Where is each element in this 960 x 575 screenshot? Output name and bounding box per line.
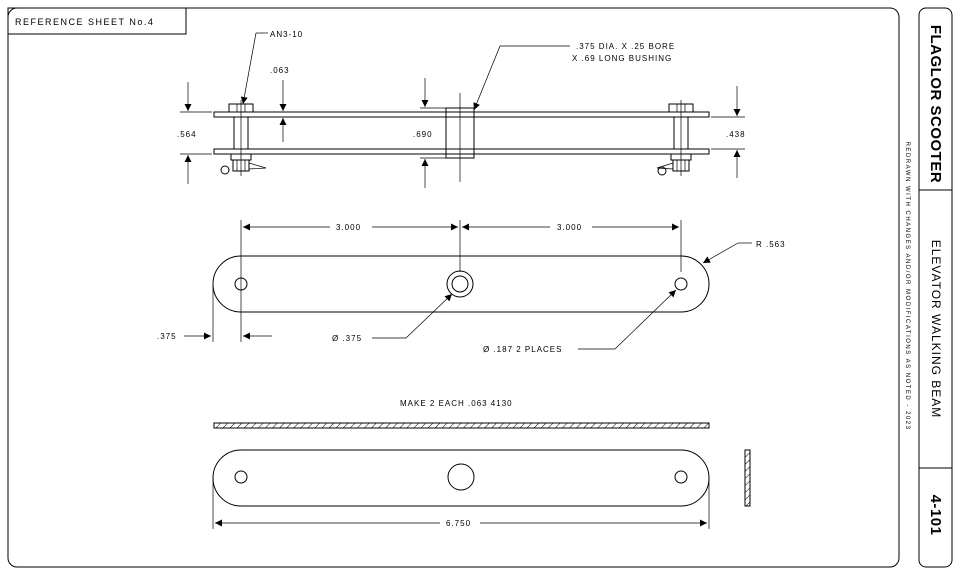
- reference-sheet-label: REFERENCE SHEET No.4: [15, 17, 154, 27]
- blank-left-hole: [234, 470, 248, 484]
- left-bolt: [220, 100, 267, 176]
- beam-plan-view: 3.000 3.000 R .563 .375 Ø .375 Ø .187 2 …: [157, 220, 786, 354]
- edge-offset-dim: .375: [157, 332, 177, 341]
- center-hole: [451, 275, 469, 293]
- end-section: [744, 449, 751, 507]
- right-bolt: [656, 100, 694, 176]
- center-bushing-outer: [446, 270, 474, 298]
- right-hole: [674, 277, 688, 291]
- sheet-number: 4-101: [927, 495, 944, 536]
- overall-length-dim: 6.750: [446, 519, 471, 528]
- assembly-side-view: AN3-10 .375 DIA. X .25 BORE X .69 LONG B…: [177, 30, 746, 188]
- overall-height-dim: .564: [177, 130, 197, 139]
- bushing-length-dim: .690: [413, 130, 433, 139]
- left-spacing-dim: 3.000: [336, 223, 361, 232]
- plate-thickness-dim: .063: [270, 66, 290, 75]
- end-holes-callout: Ø .187 2 PLACES: [483, 345, 562, 354]
- beam-blank-view: 6.750: [212, 449, 751, 529]
- bushing-callout-2: X .69 LONG BUSHING: [572, 54, 672, 63]
- center-hole-callout: Ø .375: [332, 334, 362, 343]
- upper-plate: [213, 111, 710, 118]
- radius-callout: R .563: [756, 240, 786, 249]
- blank-outline: [212, 449, 710, 507]
- bolt-callout: AN3-10: [270, 30, 303, 39]
- plate-gap-dim: .438: [726, 130, 746, 139]
- title-block-border: [918, 7, 953, 568]
- reference-sheet-box: [7, 7, 187, 35]
- revision-note: REDRAWN WITH CHANGES AND/OR MODIFICATION…: [904, 142, 910, 431]
- drawing-title: ELEVATOR WALKING BEAM: [929, 240, 943, 419]
- drawing-border: [7, 7, 900, 568]
- blank-right-hole: [674, 470, 688, 484]
- plate-edge-section: [213, 422, 710, 429]
- right-spacing-dim: 3.000: [557, 223, 582, 232]
- make-note: MAKE 2 EACH .063 4130: [400, 399, 513, 408]
- lower-plate: [213, 148, 710, 155]
- beam-outline: [212, 255, 710, 313]
- project-title: FLAGLOR SCOOTER: [927, 25, 944, 183]
- bushing-callout-1: .375 DIA. X .25 BORE: [576, 42, 675, 51]
- blank-center-hole: [447, 463, 475, 491]
